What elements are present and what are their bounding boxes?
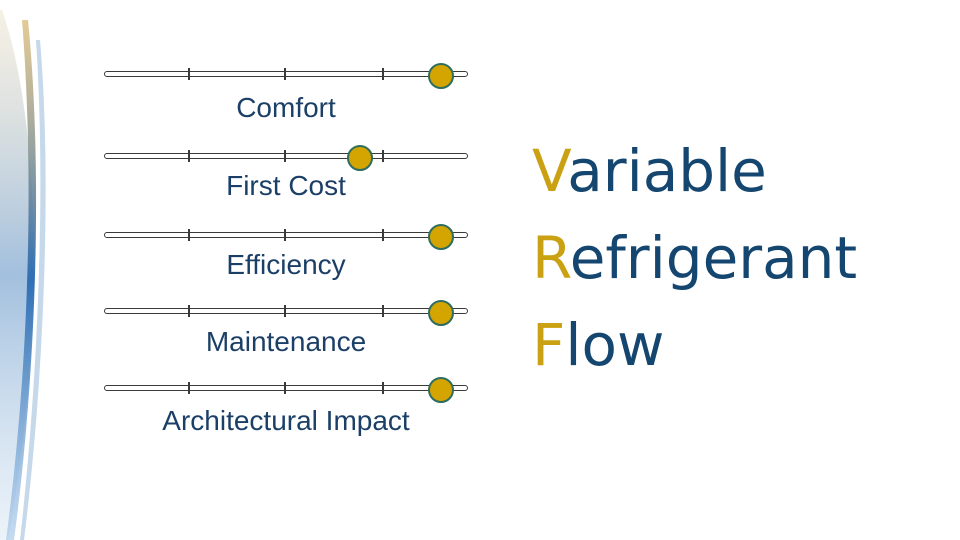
slider-comfort[interactable] — [104, 63, 468, 89]
slider-tick — [188, 150, 190, 162]
slider-track — [104, 308, 468, 314]
slider-label-architectural-impact: Architectural Impact — [162, 405, 410, 436]
slider-tick — [382, 305, 384, 317]
slider-tick — [188, 382, 190, 394]
title-line: Variable — [532, 128, 857, 215]
slider-tick — [382, 382, 384, 394]
title-initial: V — [532, 137, 568, 205]
slider-tick — [188, 229, 190, 241]
title-line: Refrigerant — [532, 215, 857, 302]
slider-tick — [188, 305, 190, 317]
slider-label-first-cost: First Cost — [226, 170, 346, 201]
decorative-swoosh — [0, 10, 46, 540]
slider-knob[interactable] — [428, 300, 454, 326]
title-line: Flow — [532, 302, 857, 389]
slider-knob[interactable] — [347, 145, 373, 171]
slider-tick — [284, 382, 286, 394]
slider-track — [104, 385, 468, 391]
slider-tick — [382, 229, 384, 241]
title-initial: F — [532, 311, 566, 379]
title-rest: ariable — [567, 137, 767, 205]
slider-label-maintenance: Maintenance — [205, 326, 367, 357]
slider-track — [104, 153, 468, 159]
slider-maintenance[interactable] — [104, 300, 468, 326]
slider-tick — [284, 229, 286, 241]
slider-knob[interactable] — [428, 224, 454, 250]
slider-tick — [284, 68, 286, 80]
slider-architectural-impact[interactable] — [104, 377, 468, 403]
slider-first-cost[interactable] — [104, 145, 468, 171]
slider-tick — [382, 150, 384, 162]
slider-label-efficiency: Efficiency — [226, 249, 346, 280]
slider-knob[interactable] — [428, 63, 454, 89]
slider-knob[interactable] — [428, 377, 454, 403]
slider-tick — [188, 68, 190, 80]
title-rest: efrigerant — [569, 224, 858, 292]
title-rest: low — [565, 311, 665, 379]
rating-sliders: Comfort First Cost Efficiency Maintenanc… — [104, 63, 468, 436]
slider-tick — [284, 150, 286, 162]
title-initial: R — [532, 224, 570, 292]
slider-track — [104, 71, 468, 77]
slider-label-comfort: Comfort — [236, 92, 336, 123]
slider-tick — [382, 68, 384, 80]
slider-efficiency[interactable] — [104, 224, 468, 250]
slider-track — [104, 232, 468, 238]
slider-tick — [284, 305, 286, 317]
page-title: Variable Refrigerant Flow — [532, 128, 857, 389]
